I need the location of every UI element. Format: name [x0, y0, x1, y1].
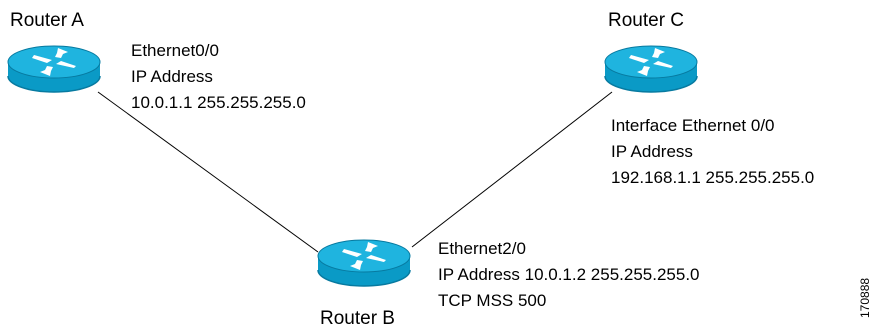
- router-c: [603, 38, 699, 100]
- router-icon: [604, 45, 698, 93]
- router-a-ip-heading: IP Address: [131, 67, 213, 86]
- router-c-label: Router C: [608, 10, 685, 31]
- router-icon: [7, 45, 101, 93]
- link-router-a-router-b: [97, 91, 319, 253]
- router-a-label: Router A: [10, 10, 84, 31]
- router-icon: [317, 239, 411, 287]
- router-a-interface-info: Ethernet0/0 IP Address 10.0.1.1 255.255.…: [131, 38, 306, 116]
- router-b-tcp-mss: TCP MSS 500: [438, 291, 547, 310]
- router-b-interface-info: Ethernet2/0 IP Address 10.0.1.2 255.255.…: [438, 236, 700, 314]
- link-router-b-router-c: [411, 91, 613, 248]
- figure-id: 170888: [858, 277, 872, 318]
- router-a-ip-address: 10.0.1.1 255.255.255.0: [131, 93, 306, 112]
- router-c-ip-heading: IP Address: [611, 142, 693, 161]
- router-c-ip-address: 192.168.1.1 255.255.255.0: [611, 168, 815, 187]
- router-c-interface-info: Interface Ethernet 0/0 IP Address 192.16…: [611, 113, 814, 191]
- router-b-interface: Ethernet2/0: [438, 239, 526, 258]
- router-b-label: Router B: [320, 308, 395, 329]
- router-c-interface: Interface Ethernet 0/0: [611, 116, 775, 135]
- router-b: [316, 232, 412, 294]
- router-b-ip-address: IP Address 10.0.1.2 255.255.255.0: [438, 265, 700, 284]
- router-a: [6, 38, 102, 100]
- router-a-interface: Ethernet0/0: [131, 41, 219, 60]
